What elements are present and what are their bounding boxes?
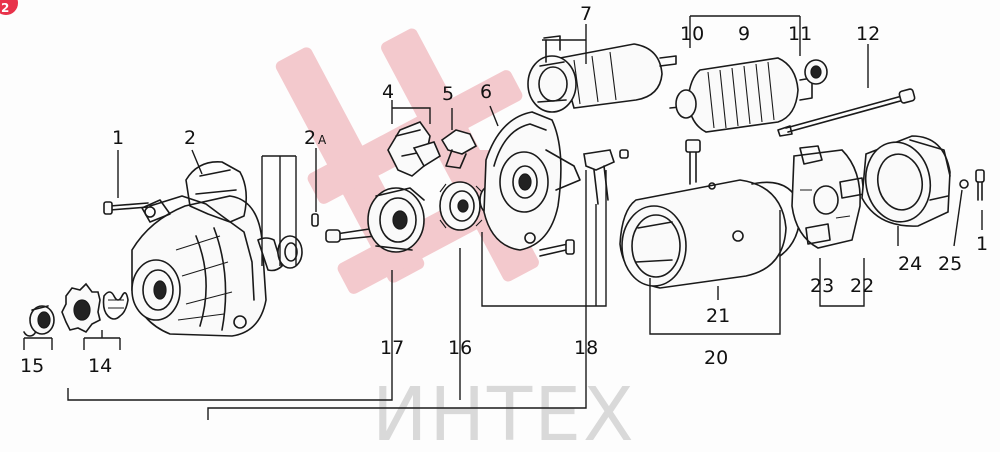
label-11: 11 xyxy=(788,23,812,45)
part-1-bolt-left xyxy=(103,201,149,215)
label-17: 17 xyxy=(380,337,404,359)
part-25-screw xyxy=(959,179,969,189)
label-21: 21 xyxy=(706,305,730,327)
part-9-armature xyxy=(669,57,813,133)
label-4: 4 xyxy=(382,81,394,103)
part-2-drive-end-housing xyxy=(131,161,267,337)
part-2a-washers xyxy=(257,213,319,272)
label-2a-suffix: A xyxy=(318,133,327,147)
part-5-bracket xyxy=(440,129,478,169)
label-24: 24 xyxy=(898,253,922,275)
part-4-engaging-lever xyxy=(387,121,442,177)
label-2a: 2 xyxy=(304,127,316,149)
label-16: 16 xyxy=(448,337,472,359)
part-18-tabs xyxy=(583,149,629,205)
part-24-end-housing xyxy=(861,135,951,227)
label-25: 25 xyxy=(938,253,962,275)
part-12-through-bolt xyxy=(777,88,916,137)
part-6-bearing-plate xyxy=(483,111,581,257)
part-21-field-frame xyxy=(619,139,801,289)
label-23: 23 xyxy=(810,275,834,297)
label-20: 20 xyxy=(704,347,728,369)
label-22: 22 xyxy=(850,275,874,297)
part-22-brush-holder xyxy=(791,145,865,249)
part-7-solenoid xyxy=(527,35,677,113)
badge-number: 2 xyxy=(1,1,9,15)
part-1-bolt-right xyxy=(975,169,985,201)
leader-lines xyxy=(23,15,983,420)
label-14: 14 xyxy=(88,355,112,377)
page-badge: 2 xyxy=(0,0,18,15)
label-7: 7 xyxy=(580,3,592,25)
part-15-circlip-bush xyxy=(23,305,55,337)
label-9: 9 xyxy=(738,23,750,45)
label-10: 10 xyxy=(680,23,704,45)
part-17-drive-assembly xyxy=(325,187,425,253)
watermark-text: ИНТЕХ xyxy=(372,372,636,452)
label-1-left: 1 xyxy=(112,127,124,149)
label-2: 2 xyxy=(184,127,196,149)
part-11-end-bearing xyxy=(804,59,828,85)
label-12: 12 xyxy=(856,23,880,45)
label-6: 6 xyxy=(480,81,492,103)
part-14-spring xyxy=(102,291,129,320)
label-5: 5 xyxy=(442,83,454,105)
callout-labels: 1 2 2 A 4 5 6 7 9 10 11 12 14 15 16 17 1… xyxy=(20,3,988,377)
label-15: 15 xyxy=(20,355,44,377)
label-18: 18 xyxy=(574,337,598,359)
part-14-pinion-gear xyxy=(61,282,101,334)
label-1-right: 1 xyxy=(976,233,988,255)
